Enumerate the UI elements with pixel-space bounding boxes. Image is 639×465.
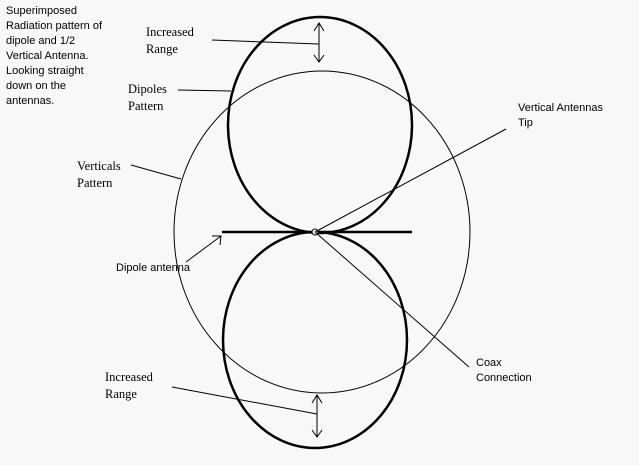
dipole-upper-lobe xyxy=(226,15,414,235)
label-dipoles-pattern: Dipoles Pattern xyxy=(128,82,167,113)
label-coax-connection: Coax Connection xyxy=(476,357,532,384)
verticals-pattern-leader xyxy=(130,164,182,180)
increased-range-bottom-leader xyxy=(171,386,318,415)
label-increased-range-bottom: Increased Range xyxy=(105,370,153,401)
dipoles-pattern-leader xyxy=(177,89,232,92)
label-dipole-antenna: Dipole antenna xyxy=(116,262,191,274)
title-note: Superimposed Radiation pattern of dipole… xyxy=(6,5,103,107)
label-vertical-antennas-tip: Vertical Antennas Tip xyxy=(518,102,604,129)
increased-range-top-arrow-icon xyxy=(313,22,325,63)
vertical-pattern-circle xyxy=(173,70,471,394)
vertical-tip-leader xyxy=(314,128,507,233)
dipole-lower-lobe xyxy=(221,230,409,450)
coax-connection-leader xyxy=(314,231,470,368)
increased-range-top-leader xyxy=(211,39,320,45)
label-verticals-pattern: Verticals Pattern xyxy=(77,159,121,190)
dipole-antenna-arrow-icon xyxy=(185,235,222,263)
label-increased-range-top: Increased Range xyxy=(146,25,194,56)
increased-range-bottom-arrow-icon xyxy=(311,394,323,438)
